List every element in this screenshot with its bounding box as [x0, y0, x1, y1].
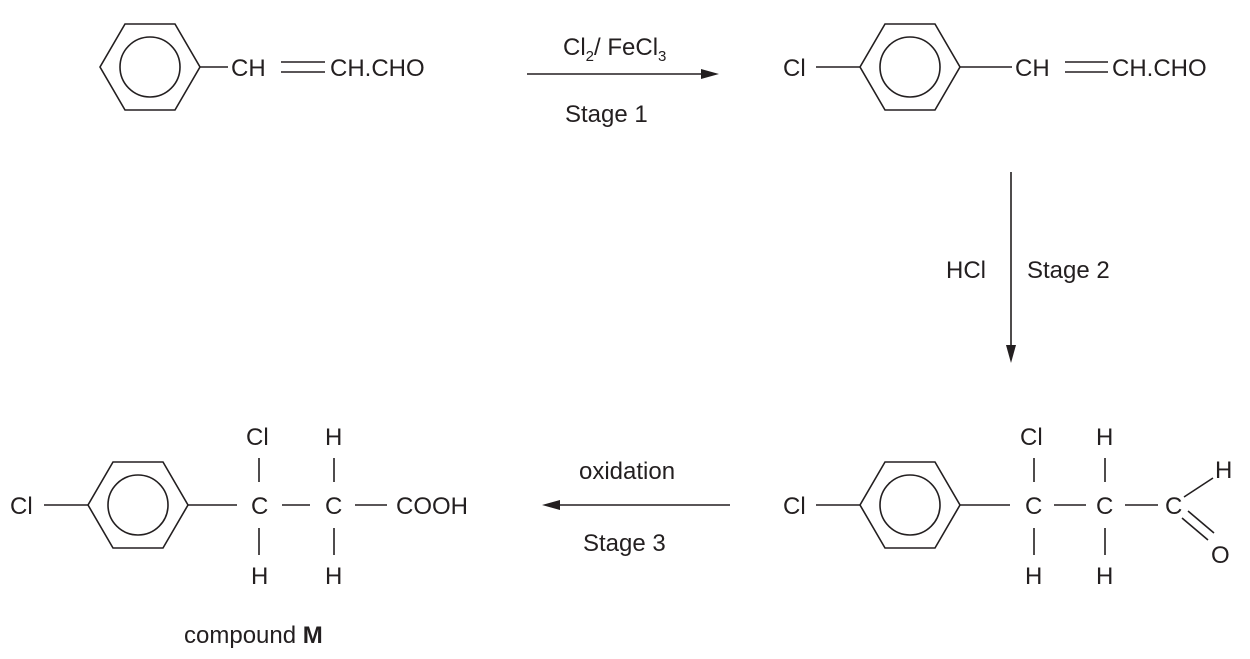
stage-3-arrow — [542, 500, 730, 510]
ch-cho-group: CH.CHO — [1112, 55, 1207, 82]
double-bond — [281, 61, 325, 73]
stage-2-label: Stage 2 — [1027, 257, 1110, 284]
carbon-1: C — [251, 493, 268, 520]
carbon-2-bottom-hydrogen: H — [325, 563, 342, 590]
product-1: Cl CH CH.CHO — [783, 23, 1207, 111]
ch-cho-group: CH.CHO — [330, 55, 425, 82]
ring-chlorine: Cl — [10, 493, 33, 520]
stage-2-reagent: HCl — [946, 257, 986, 284]
carbon-1-top-chlorine: Cl — [246, 424, 269, 451]
benzene-ring — [99, 23, 201, 111]
benzene-ring — [87, 461, 189, 549]
carbon-1-bottom-hydrogen: H — [251, 563, 268, 590]
stage-1-reagent: Cl2/ FeCl3 — [563, 34, 666, 65]
ring-chlorine: Cl — [783, 55, 806, 82]
carbonyl-double-bond — [1181, 510, 1215, 541]
ch-group: CH — [1015, 55, 1050, 82]
carboxylic-acid-group: COOH — [396, 493, 468, 520]
benzene-ring — [859, 23, 961, 111]
stage-1-label: Stage 1 — [565, 101, 648, 128]
carbon-2: C — [1096, 493, 1113, 520]
carbon-2: C — [325, 493, 342, 520]
carbon-2-top-hydrogen: H — [325, 424, 342, 451]
bond-line — [1183, 477, 1214, 498]
aldehyde-oxygen: O — [1211, 542, 1230, 569]
carbon-3: C — [1165, 493, 1182, 520]
stage-1-arrow — [527, 69, 719, 79]
product-2: Cl Cl C H H C H C H O — [783, 424, 1232, 590]
benzene-ring — [859, 461, 961, 549]
stage-3-reagent: oxidation — [579, 458, 675, 485]
carbon-1-top-chlorine: Cl — [1020, 424, 1043, 451]
carbon-2-top-hydrogen: H — [1096, 424, 1113, 451]
carbon-2-bottom-hydrogen: H — [1096, 563, 1113, 590]
compound-m: Cl Cl C H H C H COOH — [10, 424, 468, 590]
compound-m-caption: compound M — [184, 622, 323, 649]
stage-2-arrow — [1006, 172, 1016, 363]
stage-3-label: Stage 3 — [583, 530, 666, 557]
carbon-1: C — [1025, 493, 1042, 520]
ch-group: CH — [231, 55, 266, 82]
starting-material: CH CH.CHO — [99, 23, 425, 111]
double-bond — [1065, 61, 1108, 73]
aldehyde-hydrogen: H — [1215, 457, 1232, 484]
ring-chlorine: Cl — [783, 493, 806, 520]
carbon-1-bottom-hydrogen: H — [1025, 563, 1042, 590]
